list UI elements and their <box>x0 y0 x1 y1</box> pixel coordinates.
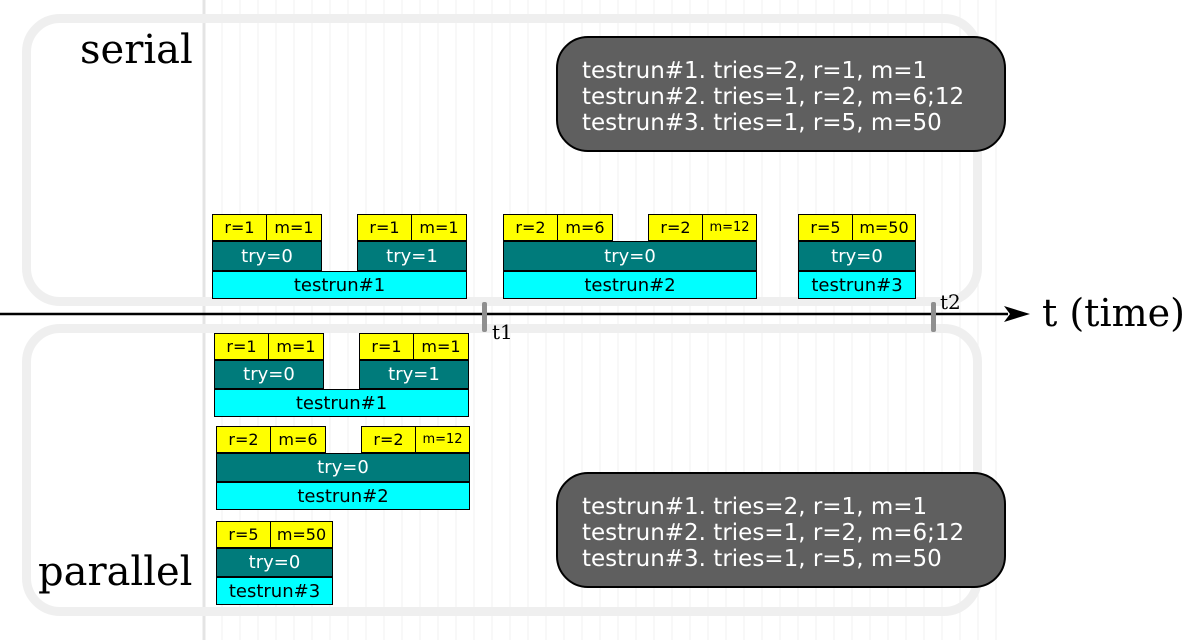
parallel-testrun1-try1: try=1 <box>359 360 469 389</box>
parallel-testrun2-try0-m-tag-1: m=6 <box>270 426 326 453</box>
parallel-testrun2-bar: testrun#2 <box>216 482 470 510</box>
time-axis <box>0 306 1030 322</box>
info-line: testrun#3. tries=1, r=5, m=50 <box>582 546 942 572</box>
t1-marker <box>482 302 487 332</box>
t2-label: t2 <box>940 290 961 314</box>
serial-testrun3-try0-m-tag: m=50 <box>852 214 916 241</box>
parallel-testrun2-try0-m-tag-2: m=12 <box>415 426 470 453</box>
parallel-testrun1-try0-m-tag: m=1 <box>268 333 324 360</box>
t2-marker <box>931 302 936 332</box>
serial-testrun3-try0-r-tag: r=5 <box>798 214 853 241</box>
parallel-testrun3-try0: try=0 <box>216 548 333 577</box>
parallel-info-box: testrun#1. tries=2, r=1, m=1 testrun#2. … <box>556 472 1006 588</box>
serial-testrun1-bar: testrun#1 <box>212 271 467 299</box>
t1-label: t1 <box>492 320 513 344</box>
serial-testrun1-try0-r-tag: r=1 <box>212 214 267 241</box>
info-line: testrun#1. tries=2, r=1, m=1 <box>582 494 928 520</box>
parallel-panel-frame <box>22 324 982 616</box>
parallel-testrun3-try0-r-tag: r=5 <box>216 521 271 548</box>
serial-testrun2-try0-m-tag-1: m=6 <box>557 214 613 241</box>
parallel-testrun1-try1-m-tag: m=1 <box>413 333 469 360</box>
parallel-testrun1-bar: testrun#1 <box>214 389 469 417</box>
serial-testrun2-try0: try=0 <box>503 241 757 271</box>
serial-testrun2-bar: testrun#2 <box>503 271 757 299</box>
parallel-testrun2-try0: try=0 <box>216 453 470 482</box>
parallel-testrun2-try0-r-tag-1: r=2 <box>216 426 271 453</box>
parallel-title: parallel <box>38 549 193 595</box>
serial-testrun1-try0: try=0 <box>212 241 322 271</box>
info-line: testrun#2. tries=1, r=2, m=6;12 <box>582 520 965 546</box>
serial-testrun2-try0-m-tag-2: m=12 <box>702 214 757 241</box>
serial-testrun3-try0: try=0 <box>798 241 916 271</box>
serial-testrun1-try1-r-tag: r=1 <box>357 214 412 241</box>
parallel-testrun3-try0-m-tag: m=50 <box>270 521 333 548</box>
time-axis-arrowhead <box>1004 306 1030 322</box>
info-line: testrun#2. tries=1, r=2, m=6;12 <box>582 84 965 110</box>
info-line: testrun#1. tries=2, r=1, m=1 <box>582 58 928 84</box>
serial-testrun1-try1-m-tag: m=1 <box>411 214 467 241</box>
parallel-testrun1-try0-r-tag: r=1 <box>214 333 269 360</box>
serial-testrun2-try0-r-tag-2: r=2 <box>648 214 703 241</box>
serial-testrun1-try1: try=1 <box>357 241 467 271</box>
serial-info-box: testrun#1. tries=2, r=1, m=1 testrun#2. … <box>556 36 1006 152</box>
serial-title: serial <box>80 27 193 73</box>
serial-testrun3-bar: testrun#3 <box>798 271 916 299</box>
time-axis-label: t (time) <box>1042 291 1185 335</box>
serial-testrun1-try0-m-tag: m=1 <box>266 214 322 241</box>
info-line: testrun#3. tries=1, r=5, m=50 <box>582 110 942 136</box>
serial-panel-frame <box>22 14 982 306</box>
parallel-testrun2-try0-r-tag-2: r=2 <box>361 426 416 453</box>
parallel-testrun3-bar: testrun#3 <box>216 577 333 605</box>
parallel-testrun1-try0: try=0 <box>214 360 324 389</box>
serial-testrun2-try0-r-tag-1: r=2 <box>503 214 558 241</box>
parallel-testrun1-try1-r-tag: r=1 <box>359 333 414 360</box>
